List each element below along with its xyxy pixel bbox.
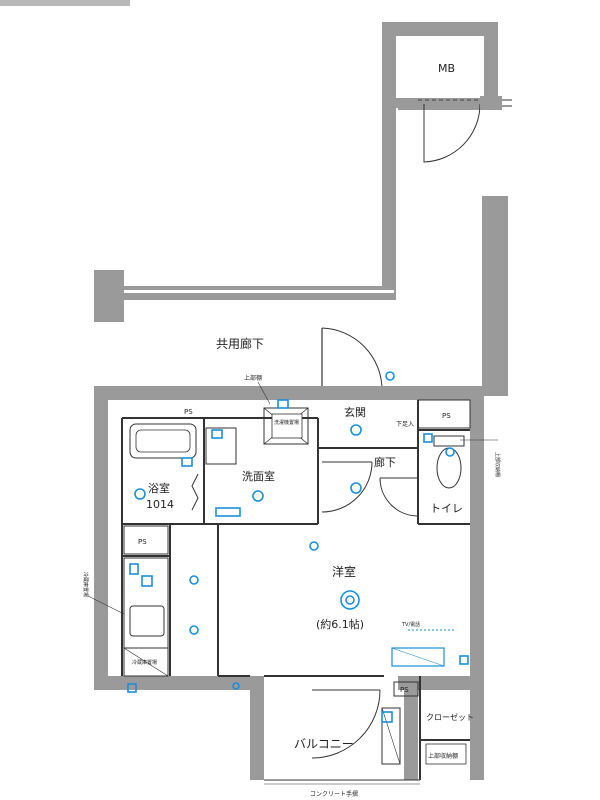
ceiling-light-icon [340,590,360,610]
toilet-fixture [433,435,465,489]
ps-label-top-right: PS [442,412,451,420]
top-edge-strip [0,0,130,6]
toilet-door[interactable] [379,477,419,517]
ps-label-left: PS [138,538,147,546]
mb-label: MB [438,62,455,75]
kitchen-counter [123,557,169,677]
outdoor-unit [381,707,401,765]
tv-socket-label: TV/電話 [401,621,420,628]
upper-cabinet-label: 上部棚 [244,374,262,382]
socket-icon [127,683,137,693]
upper-shelf-label: 上部収納棚 [428,752,458,760]
socket-icon [211,429,223,439]
electrical-fixtures [127,371,469,723]
ac-unit [391,647,445,667]
light-icon [445,447,455,457]
outdoor-unit-cross [381,707,401,765]
socket-icon [232,682,240,690]
upper-shelf-box [425,743,467,765]
laundry-pan [263,407,309,445]
socket-icon [309,541,319,551]
outer-walls [94,386,484,780]
shaft-wall-inner [396,108,398,294]
ps-box-left [123,525,169,555]
bath-label: 浴室 [148,481,170,495]
ps-box-bottom [393,681,419,697]
shaft-wall-vertical [382,108,396,294]
upper-cabinet-leader [257,381,271,405]
light-icon [385,371,395,381]
balcony-label: バルコニー [294,737,354,751]
light-icon [189,575,199,585]
fridge-label: 冷蔵庫置場 [132,659,157,666]
hall-label: 廊下 [374,455,396,469]
socket-icon [381,711,393,723]
concrete-label: コンクリート手摺 [310,790,358,798]
corridor-label: 共用廊下 [216,336,264,351]
left-note-leader [87,595,125,615]
right-column [482,196,508,396]
column-left [94,270,124,322]
bathtub [129,423,197,459]
socket-icon [423,433,433,443]
bath-door[interactable] [191,473,199,511]
western-room-size: (約6.1帖) [316,617,364,631]
light-icon [252,490,264,502]
light-icon [189,625,199,635]
wash-basin [205,427,237,465]
socket-icon [459,655,469,665]
left-note-label: 冷蔵庫置場 [82,572,89,597]
toilet-label: トイレ [430,502,463,515]
side-note-label: 上部収納棚 [494,452,501,477]
socket-icon [277,399,289,409]
western-door[interactable] [311,689,381,759]
western-room-label: 洋室 [332,564,356,579]
shoe-box-label: 下足入 [396,421,414,428]
mb-closet [382,22,512,163]
entrance-door[interactable] [321,327,383,391]
laundry-pan-label: 洗濯機置場 [274,419,299,426]
light-icon [350,482,362,494]
socket-icon [181,457,193,467]
bath-size-label: 1014 [146,498,174,511]
washroom-label: 洗面室 [242,469,275,483]
interior-walls [121,400,470,780]
ps-label-top-left: PS [184,408,193,416]
socket-icon [129,563,139,575]
ps-label-bottom: PS [400,686,409,694]
entrance-label: 玄関 [344,405,366,419]
closet-label: クローゼット [426,712,474,722]
socket-icon [141,575,153,587]
light-icon [134,488,146,500]
shaft-wall-line [124,290,394,293]
ceiling-light-core-icon [345,595,355,605]
vent-icon [215,507,241,517]
ps-box-top-right [417,399,471,429]
light-icon [350,424,362,436]
hall-door[interactable] [321,461,373,513]
